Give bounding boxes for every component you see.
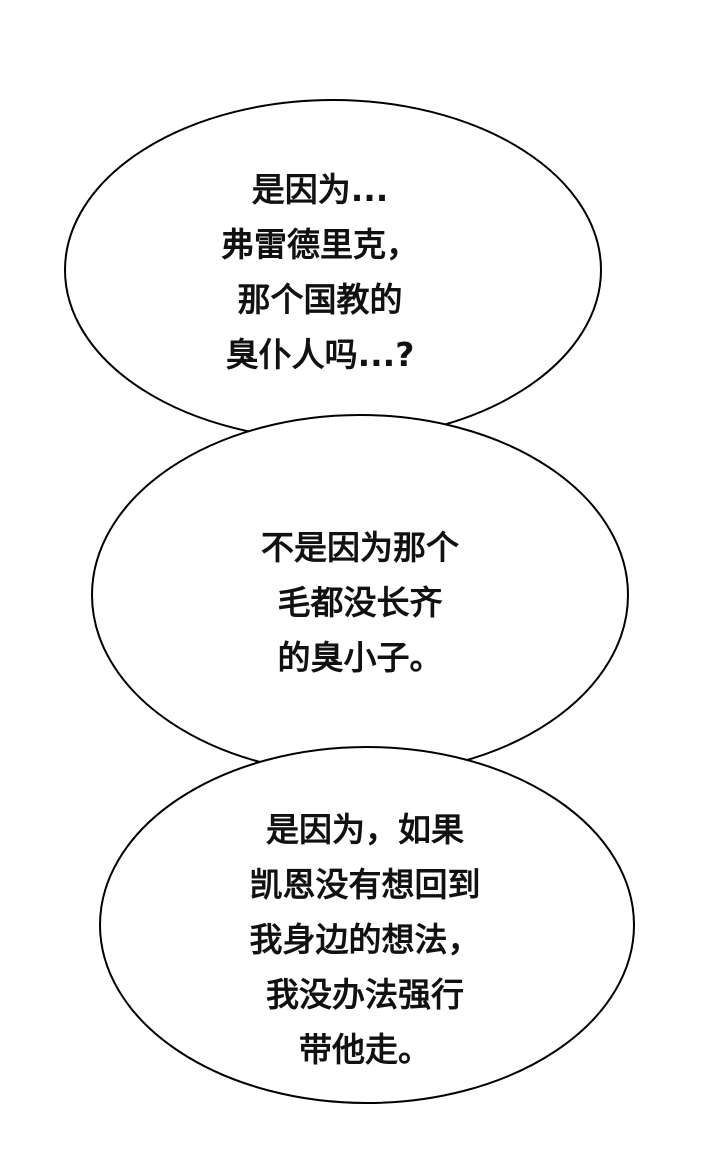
bubble-1-text: 是因为... 弗雷德里克， 那个国教的 臭仆人吗...? [170, 162, 470, 382]
bubble-2-text: 不是因为那个 毛都没长齐 的臭小子。 [210, 520, 510, 685]
dialogue-line: 不是因为那个 [261, 528, 459, 567]
dialogue-line: 毛都没长齐 [277, 583, 443, 622]
speech-bubble-3 [99, 746, 635, 1104]
dialogue-line: 我没办法强行 [266, 975, 464, 1014]
dialogue-line: 是因为... [251, 170, 389, 209]
dialogue-line: 的臭小子。 [277, 638, 443, 677]
dialogue-line: 是因为，如果 [266, 810, 464, 849]
bubble-3-text: 是因为，如果 凯恩没有想回到 我身边的想法， 我没办法强行 带他走。 [215, 802, 515, 1077]
dialogue-line: 那个国教的 [237, 280, 403, 319]
dialogue-line: 我身边的想法， [249, 920, 481, 959]
dialogue-line: 弗雷德里克， [221, 225, 419, 264]
dialogue-line: 带他走。 [299, 1030, 431, 1069]
dialogue-line: 臭仆人吗...? [225, 335, 415, 374]
dialogue-line: 凯恩没有想回到 [249, 865, 481, 904]
